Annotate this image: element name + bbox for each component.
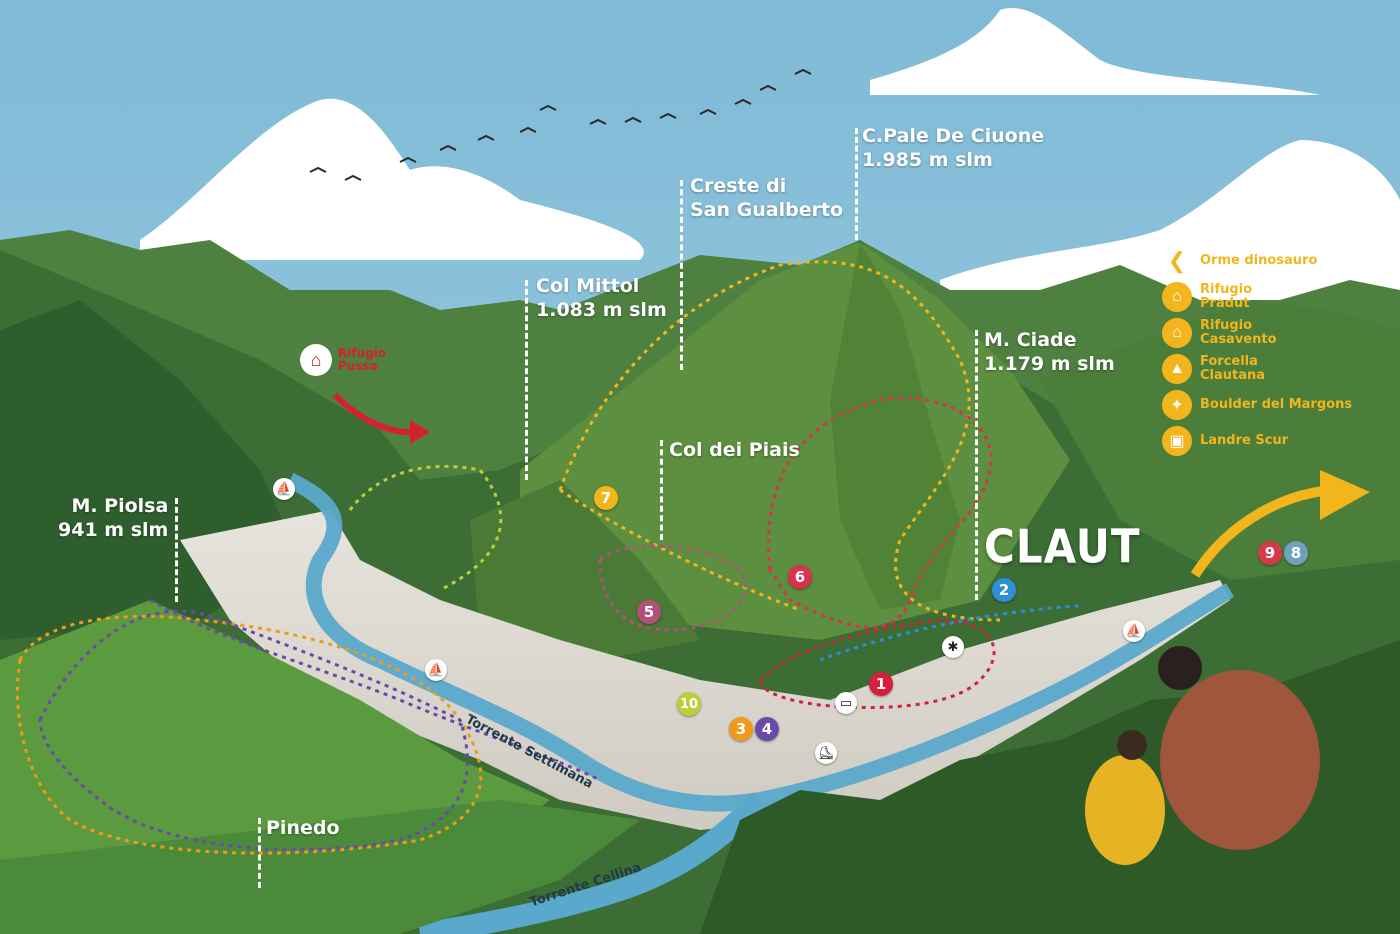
legend-item[interactable]: ❮ Orme dinosauro: [1162, 246, 1362, 276]
legend-item[interactable]: ⌂ Rifugio Casavento: [1162, 318, 1362, 348]
skater-icon[interactable]: ⛸: [815, 742, 837, 764]
legend-label: Boulder del Margons: [1200, 397, 1353, 412]
place-marker-line: [258, 818, 261, 888]
kayak-icon[interactable]: ⛵: [273, 478, 295, 500]
peak-altitude: 941 m slm: [58, 519, 169, 541]
kayak-icon[interactable]: ⛵: [425, 659, 447, 681]
trail-badge-10[interactable]: 10: [677, 692, 701, 716]
runner-icon[interactable]: ✱: [942, 636, 964, 658]
hikers-illustration: [1085, 646, 1320, 865]
peak-label-col-mittol: Col Mittol 1.083 m slm: [536, 274, 667, 322]
peak-label-col-piais: Col dei Piais: [669, 438, 800, 462]
hut-icon: ⌂: [1162, 282, 1192, 312]
legend-label: Orme dinosauro: [1200, 253, 1318, 268]
trail-badge-1[interactable]: 1: [869, 672, 893, 696]
peak-name-line2: San Gualberto: [690, 199, 844, 221]
hut-icon: ⌂: [300, 344, 332, 376]
trail-badge-2[interactable]: 2: [992, 578, 1016, 602]
trail-badge-7[interactable]: 7: [594, 486, 618, 510]
peak-marker-line: [975, 330, 978, 600]
peak-name: Creste di: [690, 175, 787, 197]
trail-badge-4[interactable]: 4: [755, 717, 779, 741]
peak-altitude: 1.179 m slm: [984, 353, 1115, 375]
peak-altitude: 1.083 m slm: [536, 299, 667, 321]
peak-label-m-piolsa: M. Piolsa 941 m slm: [58, 494, 168, 542]
peak-marker-line: [175, 498, 178, 602]
trail-badge-3[interactable]: 3: [729, 717, 753, 741]
legend-item[interactable]: ⌂ Rifugio Pradut: [1162, 282, 1362, 312]
legend-item[interactable]: ▲ Forcella Clautana: [1162, 354, 1362, 384]
peak-name: M. Ciade: [984, 329, 1077, 351]
legend: ❮ Orme dinosauro ⌂ Rifugio Pradut ⌂ Rifu…: [1162, 246, 1362, 462]
place-label-pinedo: Pinedo: [266, 816, 340, 840]
rifugio-pussa-marker[interactable]: ⌂ Rifugio Pussa: [300, 344, 386, 376]
camper-icon[interactable]: ▭: [835, 692, 857, 714]
legend-label: Landre Scur: [1200, 433, 1289, 448]
legend-label: Forcella Clautana: [1200, 354, 1266, 383]
peak-marker-line: [855, 128, 858, 240]
dinosaur-footprint-icon: ❮: [1167, 248, 1187, 273]
cloud: [870, 8, 1320, 96]
legend-label: Rifugio Casavento: [1200, 318, 1277, 347]
climber-icon: ✦: [1162, 390, 1192, 420]
peak-marker-line: [525, 280, 528, 480]
trail-badge-5[interactable]: 5: [637, 600, 661, 624]
hut-icon: ⌂: [1162, 318, 1192, 348]
peak-label-creste: Creste di San Gualberto: [690, 174, 843, 222]
peak-marker-line: [680, 180, 683, 370]
birds: [309, 68, 812, 181]
peak-name: C.Pale De Ciuone: [862, 125, 1045, 147]
peak-label-c-pale: C.Pale De Ciuone 1.985 m slm: [862, 124, 1044, 172]
trail-badge-8[interactable]: 8: [1284, 541, 1308, 565]
place-name: Pinedo: [266, 817, 340, 839]
rifugio-pussa-label: Rifugio Pussa: [338, 346, 387, 373]
legend-label: Rifugio Pradut: [1200, 282, 1253, 311]
peak-altitude: 1.985 m slm: [862, 149, 993, 171]
peak-name: Col dei Piais: [669, 439, 800, 461]
mountain-pass-icon: ▲: [1162, 354, 1192, 384]
peak-name: M. Piolsa: [71, 495, 169, 517]
legend-item[interactable]: ▣ Landre Scur: [1162, 426, 1362, 456]
peak-name: Col Mittol: [536, 275, 640, 297]
peak-marker-line: [660, 440, 663, 540]
trail-badge-9[interactable]: 9: [1258, 541, 1282, 565]
kayak-icon[interactable]: ⛵: [1123, 620, 1145, 642]
town-label-claut: CLAUT: [984, 519, 1141, 574]
peak-label-m-ciade: M. Ciade 1.179 m slm: [984, 328, 1115, 376]
trail-badge-6[interactable]: 6: [788, 565, 812, 589]
cloud: [140, 98, 644, 261]
cave-icon: ▣: [1162, 426, 1192, 456]
legend-item[interactable]: ✦ Boulder del Margons: [1162, 390, 1362, 420]
cloud: [940, 140, 1400, 300]
